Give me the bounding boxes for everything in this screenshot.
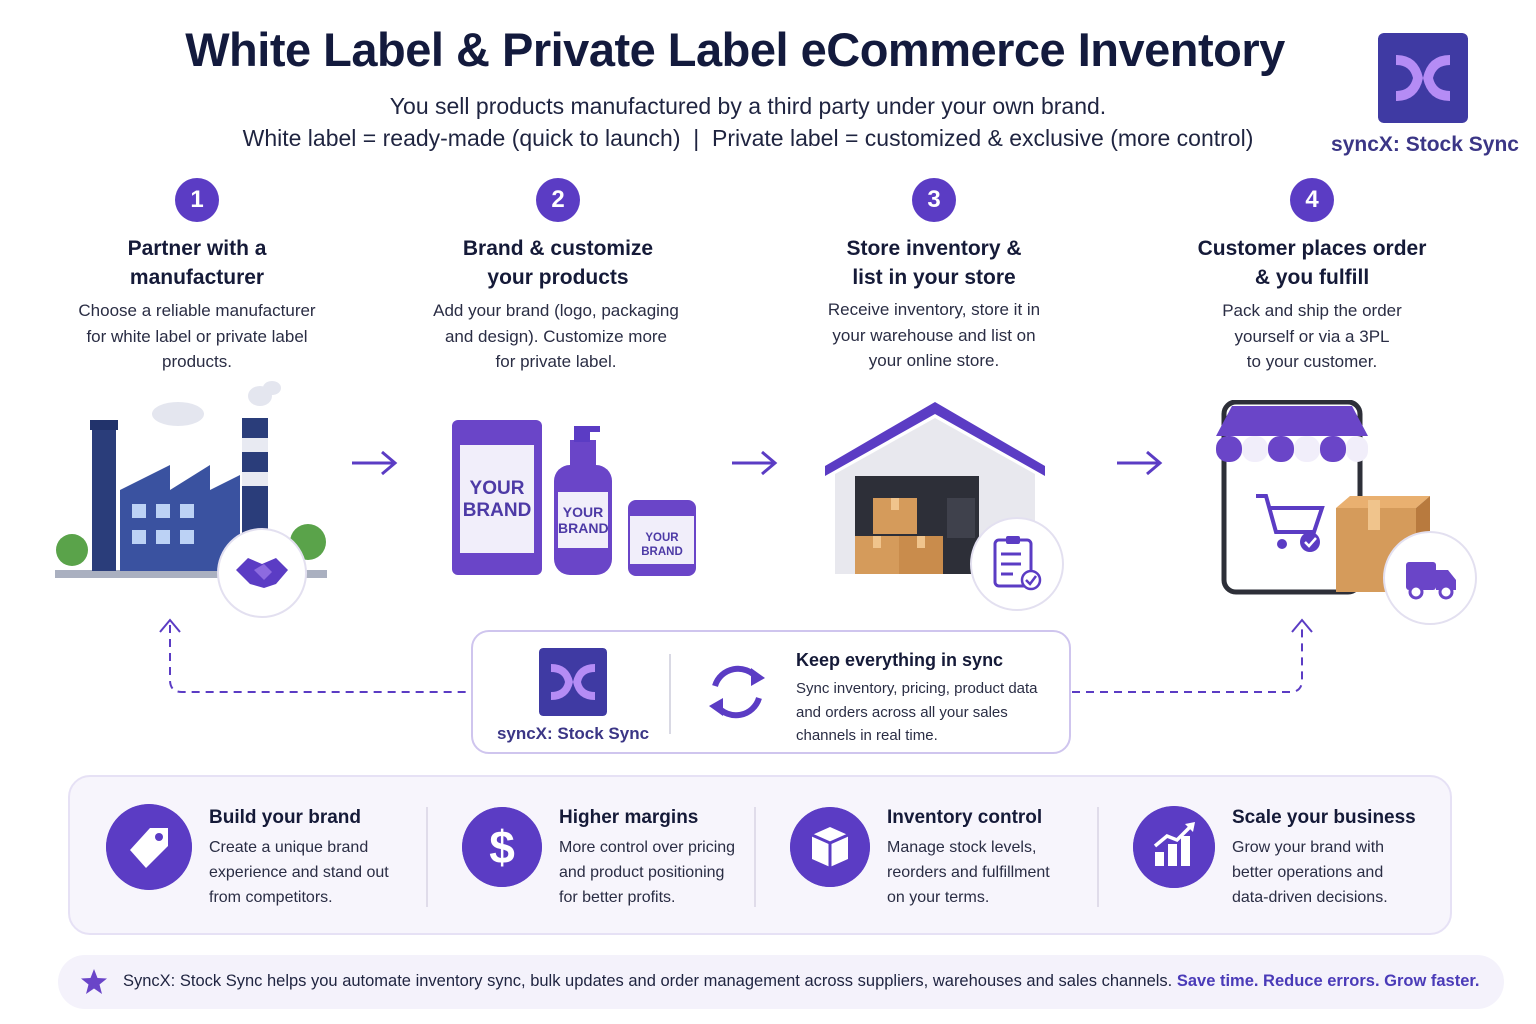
jar-label-line-2: BRAND xyxy=(641,546,683,558)
benefit-inventory-control: Inventory control Manage stock levels,re… xyxy=(756,777,1096,933)
step-4-number: 4 xyxy=(1290,178,1334,222)
syncx-logo-icon xyxy=(539,648,607,716)
sync-refresh-icon xyxy=(709,665,765,719)
sync-title: Keep everything in sync xyxy=(796,650,1004,670)
branded-products-icon: YOUR BRAND YOUR BRAND YOUR BRAND xyxy=(450,420,700,580)
warehouse-icon xyxy=(825,402,1064,611)
footer-text: SyncX: Stock Sync helps you automate inv… xyxy=(123,972,1479,991)
factory-icon xyxy=(55,381,327,618)
online-store-icon xyxy=(1216,400,1477,625)
benefit-title: Scale your business xyxy=(1232,807,1416,828)
growth-chart-icon xyxy=(1133,806,1215,888)
sync-divider xyxy=(669,654,671,734)
page-title: White Label & Private Label eCommerce In… xyxy=(185,23,1285,76)
benefit-higher-margins: $ Higher margins More control over prici… xyxy=(428,777,753,933)
flow-arrow-2 xyxy=(732,450,778,476)
sync-panel: syncX: Stock Sync Keep everything in syn… xyxy=(471,630,1071,754)
footer-tagline: Save time. Reduce errors. Grow faster. xyxy=(1176,972,1480,990)
footer-banner: SyncX: Stock Sync helps you automate inv… xyxy=(58,955,1504,1009)
dollar-icon: $ xyxy=(462,807,542,887)
step-3-number: 3 xyxy=(912,178,956,222)
benefit-separator xyxy=(1097,807,1099,907)
bottle-label-line-1: YOUR xyxy=(562,504,604,520)
svg-text:$: $ xyxy=(489,821,515,873)
star-icon xyxy=(81,969,107,994)
bottle-label-line-2: BRAND xyxy=(558,520,609,536)
benefit-title: Build your brand xyxy=(209,807,361,828)
tag-icon xyxy=(106,804,192,890)
benefit-scale-business: Scale your business Grow your brand with… xyxy=(1099,777,1449,933)
benefit-title: Higher margins xyxy=(559,807,699,828)
benefit-description: Manage stock levels,reorders and fulfill… xyxy=(887,839,1050,906)
big-product-label-line-1: YOUR xyxy=(469,478,525,499)
syncx-logo-icon xyxy=(1378,33,1468,123)
brand-name: syncX: Stock Sync xyxy=(1331,133,1519,156)
benefit-title: Inventory control xyxy=(887,807,1043,828)
footer-description: SyncX: Stock Sync helps you automate inv… xyxy=(123,972,1173,990)
benefit-separator xyxy=(754,807,756,907)
step-4-title: Customer places order& you fulfill xyxy=(1197,237,1427,289)
big-product-label-line-2: BRAND xyxy=(462,500,532,521)
benefit-separator xyxy=(426,807,428,907)
subtitle-line-2: White label = ready-made (quick to launc… xyxy=(242,125,1254,151)
sync-brand-name: syncX: Stock Sync xyxy=(496,724,650,743)
step-3-title: Store inventory &list in your store xyxy=(846,237,1022,289)
flow-arrow-1 xyxy=(352,450,398,476)
subtitle-line-1: You sell products manufactured by a thir… xyxy=(389,93,1107,119)
step-1-number: 1 xyxy=(175,178,219,222)
flow-arrow-3 xyxy=(1117,450,1163,476)
box-icon xyxy=(790,807,870,887)
jar-label-line-1: YOUR xyxy=(645,532,679,544)
step-2-number: 2 xyxy=(536,178,580,222)
